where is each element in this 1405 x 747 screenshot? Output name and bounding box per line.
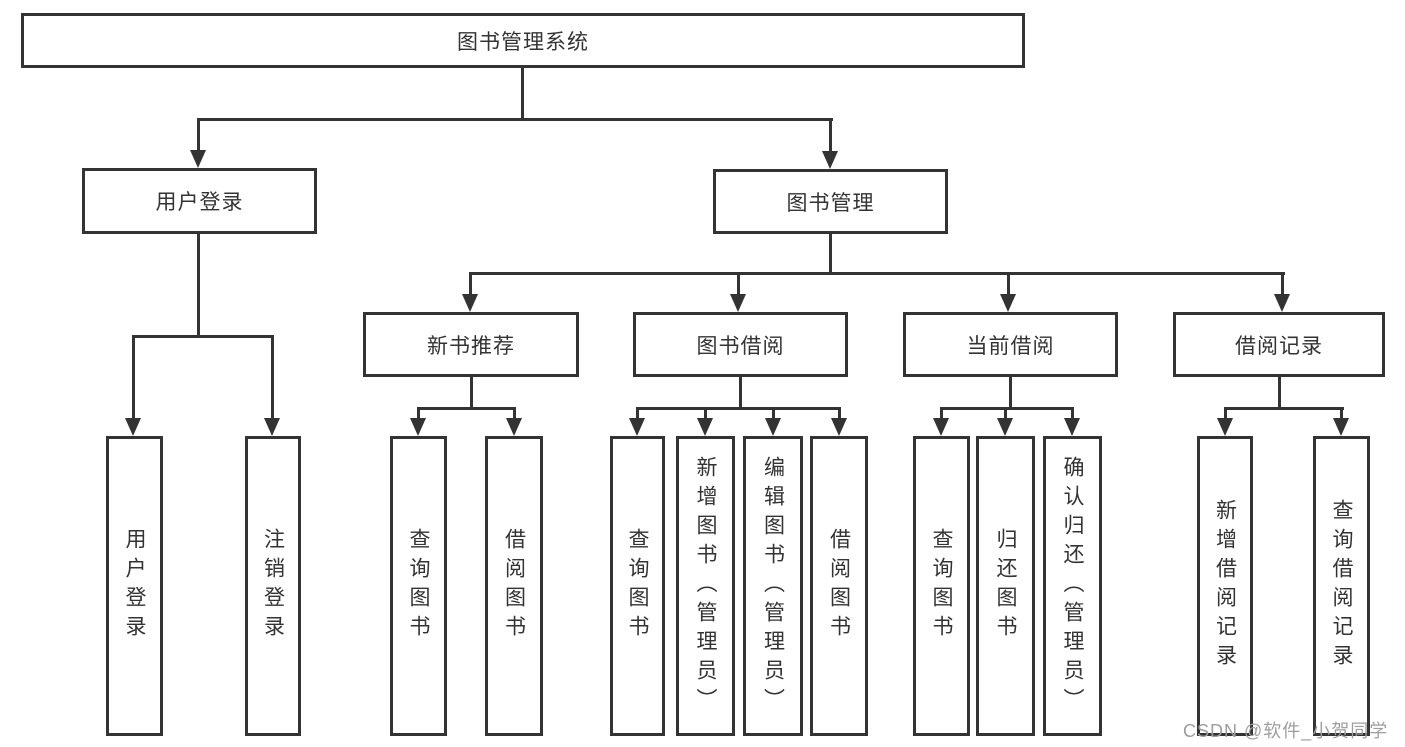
arrow-down-icon [506,418,522,436]
connector-line [197,118,833,121]
leaf-label: 查询图书 [407,528,430,644]
arrow-down-icon [629,418,645,436]
connector-line [1278,377,1281,410]
leaf-label: 借阅图书 [502,528,526,644]
arrow-down-icon [730,294,746,312]
node-borrowing-records: 借阅记录 [1173,312,1385,377]
connector-line [772,407,775,419]
leaf-borrow-books-recommend: 借阅图书 [485,436,543,736]
node-book-management-label: 图书管理 [786,191,875,215]
leaf-label: 用户登录 [123,528,146,644]
connector-line [197,234,200,338]
connector-line [469,272,1285,275]
connector-line [940,407,1074,410]
leaf-label: 查询图书 [626,528,649,644]
arrow-down-icon [1217,418,1233,436]
connector-line [1281,272,1284,295]
connector-line [417,407,516,410]
leaf-query-borrow-record: 查询借阅记录 [1313,436,1370,736]
connector-line [829,118,832,152]
node-user-login: 用户登录 [82,168,317,234]
leaf-label: 新增借阅记录 [1213,499,1237,673]
arrow-down-icon [697,418,713,436]
node-borrowing-records-label: 借阅记录 [1235,334,1323,358]
leaf-label: 查询图书 [930,528,953,644]
connector-line [704,407,707,419]
leaf-label: 注销登录 [261,528,285,644]
leaf-label: 借阅图书 [827,528,851,644]
connector-line [521,68,524,121]
connector-line [940,407,943,419]
connector-line [132,335,135,419]
node-root: 图书管理系统 [21,13,1025,68]
leaf-query-books-current: 查询图书 [913,436,970,736]
connector-line [1004,407,1007,419]
connector-line [838,407,841,419]
arrow-down-icon [1064,418,1080,436]
arrow-down-icon [1000,294,1016,312]
leaf-label: 确认归还（管理员） [1061,455,1084,717]
connector-line [1224,407,1344,410]
arrow-down-icon [264,418,280,436]
leaf-query-books-recommend: 查询图书 [390,436,447,736]
leaf-return-books: 归还图书 [976,436,1035,736]
leaf-confirm-return-admin: 确认归还（管理员） [1043,436,1102,736]
connector-line [132,335,274,338]
arrow-down-icon [997,418,1013,436]
leaf-query-books-borrowing: 查询图书 [610,436,665,736]
arrow-down-icon [822,151,838,169]
leaf-user-login: 用户登录 [106,436,163,736]
connector-line [1340,407,1343,419]
arrow-down-icon [410,418,426,436]
connector-line [737,272,740,295]
node-new-book-recommend-label: 新书推荐 [427,334,515,358]
node-user-login-label: 用户登录 [155,191,244,214]
connector-line [829,234,832,275]
connector-line [513,407,516,419]
arrow-down-icon [190,150,206,168]
leaf-label: 归还图书 [994,528,1017,644]
leaf-logout: 注销登录 [245,436,301,736]
connector-line [1224,407,1227,419]
leaf-add-books-admin: 新增图书（管理员） [676,436,735,736]
arrow-down-icon [125,418,141,436]
connector-line [636,407,840,410]
leaf-edit-books-admin: 编辑图书（管理员） [743,436,803,736]
connector-line [636,407,639,419]
arrow-down-icon [462,294,478,312]
node-current-borrowing: 当前借阅 [903,312,1118,377]
connector-line [197,118,200,152]
connector-line [470,377,473,410]
leaf-borrow-books: 借阅图书 [810,436,868,736]
arrow-down-icon [933,418,949,436]
node-root-label: 图书管理系统 [457,30,589,54]
connector-line [1009,377,1012,410]
node-book-borrowing-label: 图书借阅 [696,334,785,358]
arrow-down-icon [831,418,847,436]
leaf-label: 编辑图书（管理员） [761,455,785,717]
node-current-borrowing-label: 当前借阅 [966,334,1055,358]
leaf-label: 查询借阅记录 [1330,499,1353,673]
connector-line [739,377,742,410]
node-book-management: 图书管理 [713,169,948,234]
arrow-down-icon [765,418,781,436]
connector-line [469,272,472,295]
leaf-label: 新增图书（管理员） [694,455,717,717]
connector-line [417,407,420,419]
arrow-down-icon [1333,418,1349,436]
connector-line [271,335,274,419]
node-new-book-recommend: 新书推荐 [363,312,579,377]
watermark: CSDN @软件_小贺同学 [1183,721,1389,741]
connector-line [1071,407,1074,419]
arrow-down-icon [1274,294,1290,312]
leaf-add-borrow-record: 新增借阅记录 [1197,436,1253,736]
node-book-borrowing: 图书借阅 [633,312,848,377]
connector-line [1007,272,1010,295]
